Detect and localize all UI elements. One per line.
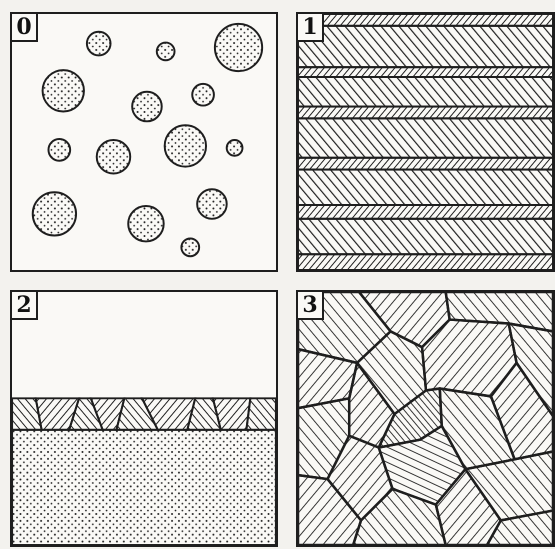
particle: [43, 70, 84, 111]
thick-layer: [298, 219, 553, 254]
panel-0-number: 0: [12, 14, 38, 42]
thin-layer: [298, 158, 553, 170]
particle: [227, 140, 243, 156]
panel-3-polycrystal-grains: 3: [296, 290, 555, 547]
panel-3-number: 3: [298, 292, 324, 320]
thick-layer: [298, 26, 553, 67]
thin-layer: [298, 205, 553, 219]
grains-drawing: [298, 292, 553, 545]
surface-grain: [246, 398, 276, 430]
panel-0-dispersed-particles: 0: [10, 12, 278, 272]
panel-1-lamellar-structure: 1: [296, 12, 555, 272]
particle: [215, 24, 262, 71]
particles-drawing: [12, 14, 276, 270]
particle: [192, 84, 214, 106]
lamellae-drawing: [298, 14, 553, 270]
thick-layer: [298, 118, 553, 157]
thick-layer: [298, 77, 553, 107]
particle: [128, 206, 163, 241]
particle: [97, 140, 130, 173]
thin-layer: [298, 107, 553, 119]
thin-layer: [298, 254, 553, 270]
particle: [132, 92, 162, 122]
thin-layer: [298, 14, 553, 26]
thick-layer: [298, 170, 553, 205]
panel-2-number: 2: [12, 292, 38, 320]
particle: [165, 125, 206, 166]
particle: [87, 32, 111, 56]
substrate: [12, 430, 276, 545]
panel-2-surface-layer: 2: [10, 290, 278, 547]
panel-1-number: 1: [298, 14, 324, 42]
particle: [33, 192, 76, 235]
thin-layer: [298, 67, 553, 77]
particle: [48, 139, 70, 161]
particle: [197, 189, 227, 219]
particle: [157, 43, 175, 61]
surface-layer-drawing: [12, 292, 276, 545]
particle: [181, 238, 199, 256]
